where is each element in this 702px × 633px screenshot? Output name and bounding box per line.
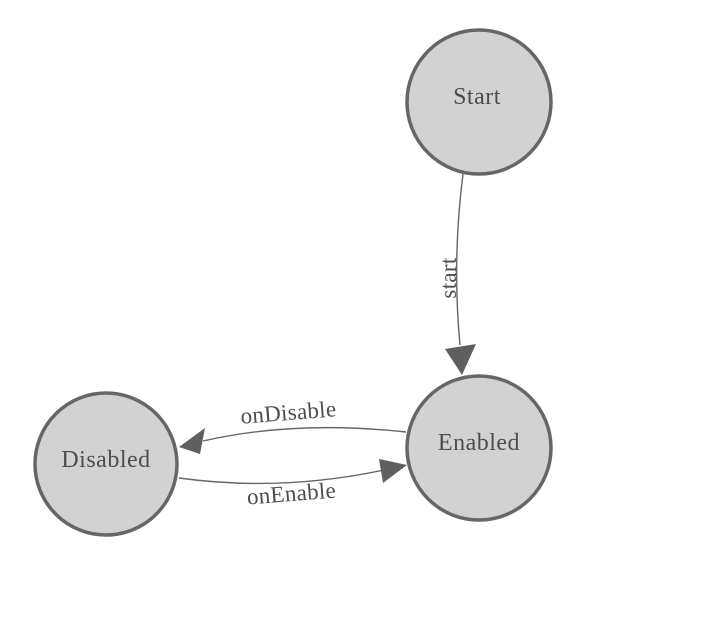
state-label-disabled: Disabled (61, 447, 150, 473)
edge-label-start: start (436, 257, 461, 298)
state-node-start[interactable]: Start (405, 28, 553, 176)
state-label-start: Start (453, 84, 501, 110)
state-circle-enabled[interactable] (405, 374, 553, 522)
edge-enabled-to-disabled[interactable]: onDisable (179, 396, 407, 454)
state-circle-start[interactable] (405, 28, 553, 176)
state-circle-disabled[interactable] (33, 391, 179, 537)
edge-line-ondisable (202, 426, 407, 442)
arrowhead-right-icon (379, 459, 407, 483)
arrowhead-left-icon (179, 428, 205, 454)
edge-start-to-enabled[interactable]: start (436, 173, 476, 375)
state-node-enabled[interactable]: Enabled (405, 374, 553, 522)
state-label-enabled: Enabled (438, 430, 520, 456)
edge-disabled-to-enabled[interactable]: onEnable (178, 459, 407, 510)
edge-label-ondisable: onDisable (240, 396, 338, 428)
edge-line-onenable (178, 469, 385, 485)
edge-label-onenable: onEnable (246, 478, 337, 510)
edge-line-start (455, 173, 464, 346)
arrowhead-down-icon (445, 344, 476, 375)
state-node-disabled[interactable]: Disabled (33, 391, 179, 537)
